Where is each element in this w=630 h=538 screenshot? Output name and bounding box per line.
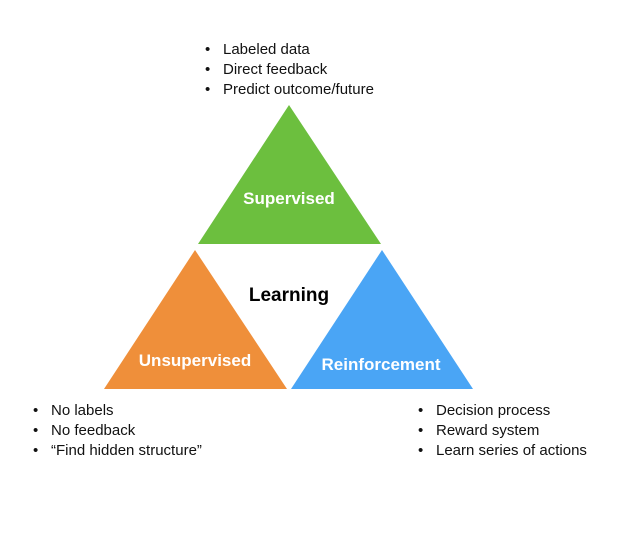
bullet-item: Learn series of actions (418, 441, 587, 461)
bullet-item: “Find hidden structure” (33, 441, 202, 461)
center-label: Learning (249, 285, 329, 306)
unsupervised-triangle (104, 250, 287, 389)
reinforcement-triangle (291, 250, 473, 389)
supervised-triangle (198, 105, 381, 244)
bullet-item: No feedback (33, 421, 202, 441)
bullet-item: Direct feedback (205, 60, 374, 80)
bullet-item: No labels (33, 401, 202, 421)
supervised-label: Supervised (243, 189, 335, 208)
bullet-item: Labeled data (205, 40, 374, 60)
unsupervised-label: Unsupervised (139, 351, 251, 370)
bullet-item: Reward system (418, 421, 587, 441)
bullet-item: Decision process (418, 401, 587, 421)
reinforcement-label: Reinforcement (321, 355, 440, 374)
bullet-item: Predict outcome/future (205, 80, 374, 100)
reinforcement-bullet-list: Decision process Reward system Learn ser… (418, 401, 587, 461)
supervised-bullet-list: Labeled data Direct feedback Predict out… (205, 40, 374, 100)
unsupervised-bullet-list: No labels No feedback “Find hidden struc… (33, 401, 202, 461)
